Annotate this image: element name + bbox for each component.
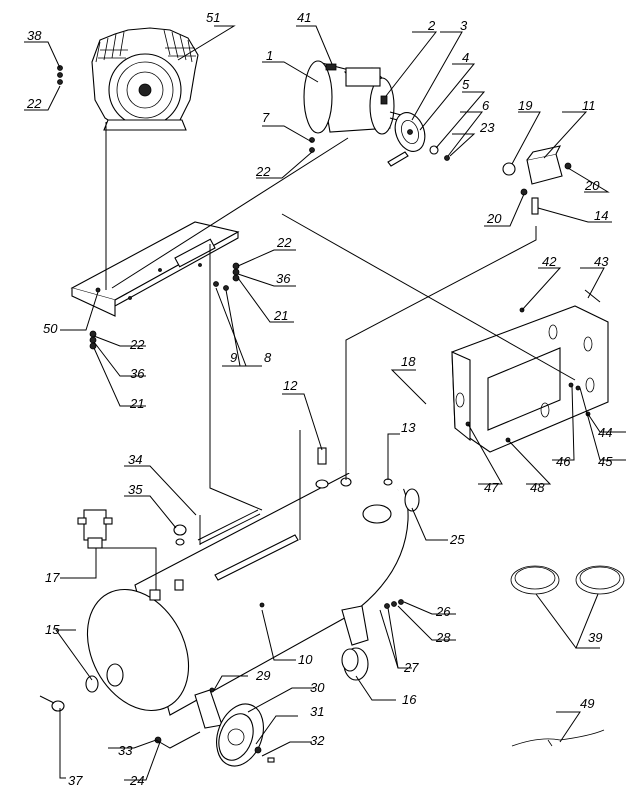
callout-8: 8: [264, 350, 272, 365]
callout-16: 16: [402, 692, 417, 707]
callout-3: 3: [460, 18, 468, 33]
callout-15: 15: [45, 622, 60, 637]
callout-11: 11: [582, 98, 596, 113]
callout-22: 22: [255, 164, 271, 179]
callout-10: 10: [298, 652, 313, 667]
callout-labels: 38 22 51 41 1 2 3 4 5 6 23 7 22 19 11 20…: [26, 10, 613, 788]
callout-18: 18: [401, 354, 416, 369]
callout-2: 2: [427, 18, 436, 33]
callout-43: 43: [594, 254, 609, 269]
callout-21: 21: [129, 396, 144, 411]
callout-37: 37: [68, 773, 83, 788]
callout-24: 24: [129, 773, 144, 788]
callout-9: 9: [230, 350, 237, 365]
callout-27: 27: [403, 660, 419, 675]
callout-32: 32: [310, 733, 325, 748]
callout-6: 6: [482, 98, 490, 113]
callout-48: 48: [530, 480, 545, 495]
callout-42: 42: [542, 254, 557, 269]
callout-20: 20: [486, 211, 502, 226]
discharge-pipe: [173, 509, 299, 581]
callout-25: 25: [449, 532, 465, 547]
callout-30: 30: [310, 680, 325, 695]
callout-44: 44: [598, 425, 612, 440]
callout-12: 12: [283, 378, 298, 393]
callout-28: 28: [435, 630, 451, 645]
callout-47: 47: [484, 480, 499, 495]
wire-harnesses: [510, 565, 625, 747]
motor-pulley: [387, 112, 450, 167]
callout-20: 20: [584, 178, 600, 193]
callout-4: 4: [462, 50, 469, 65]
callout-13: 13: [401, 420, 416, 435]
air-tank: [86, 468, 409, 716]
callout-14: 14: [594, 208, 608, 223]
callout-49: 49: [580, 696, 594, 711]
callout-31: 31: [310, 704, 324, 719]
callout-7: 7: [262, 110, 270, 125]
callout-22: 22: [129, 337, 145, 352]
callout-33: 33: [118, 743, 133, 758]
callout-22: 22: [276, 235, 292, 250]
motor-base-plate: [70, 221, 240, 317]
callout-39: 39: [588, 630, 602, 645]
caster-wheel: [341, 599, 404, 681]
callout-36: 36: [130, 366, 145, 381]
front-wheel: [154, 687, 275, 767]
callout-35: 35: [128, 482, 143, 497]
callout-29: 29: [255, 668, 270, 683]
callout-46: 46: [556, 454, 571, 469]
fastener-set: [57, 65, 315, 350]
callout-19: 19: [518, 98, 532, 113]
leader-lines: [24, 25, 626, 781]
callout-41: 41: [297, 10, 311, 25]
callout-17: 17: [45, 570, 60, 585]
callout-22: 22: [26, 96, 42, 111]
callout-23: 23: [479, 120, 495, 135]
belt-guard: [451, 289, 609, 453]
callout-36: 36: [276, 271, 291, 286]
compressor-pump-head: [91, 27, 199, 131]
callout-26: 26: [435, 604, 451, 619]
callout-34: 34: [128, 452, 142, 467]
callout-45: 45: [598, 454, 613, 469]
callout-51: 51: [206, 10, 220, 25]
tank-fittings: [149, 447, 420, 601]
callout-50: 50: [43, 321, 58, 336]
callout-5: 5: [462, 77, 470, 92]
drain-fittings: [39, 675, 99, 712]
callout-38: 38: [27, 28, 42, 43]
callout-21: 21: [273, 308, 288, 323]
tank-handle: [337, 391, 436, 493]
electric-motor: [303, 60, 413, 135]
pressure-switch: [502, 145, 572, 215]
pressure-regulator: [77, 509, 113, 549]
callout-1: 1: [266, 48, 273, 63]
